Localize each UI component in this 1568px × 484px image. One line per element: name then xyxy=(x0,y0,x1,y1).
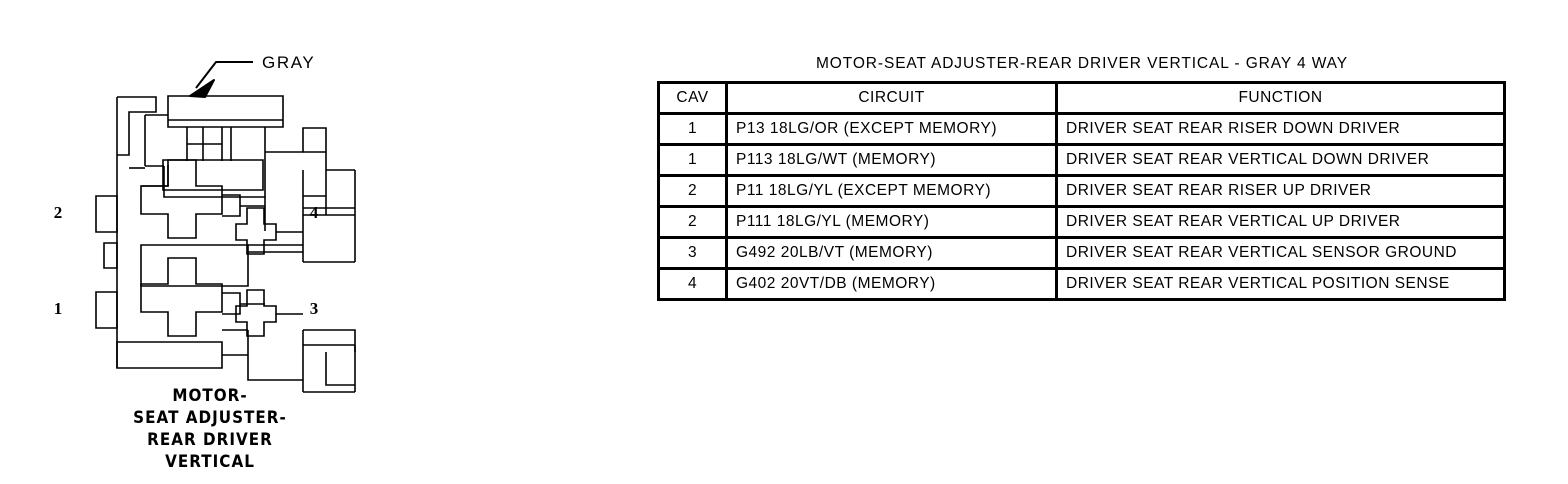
cell-cav: 2 xyxy=(657,174,728,208)
cell-function: DRIVER SEAT REAR VERTICAL SENSOR GROUND xyxy=(1055,236,1506,270)
gray-callout-leader xyxy=(189,61,253,98)
table-title: MOTOR-SEAT ADJUSTER-REAR DRIVER VERTICAL… xyxy=(815,55,1348,72)
cell-cav: 1 xyxy=(657,112,728,146)
cell-circuit: P111 18LG/YL (MEMORY) xyxy=(725,205,1058,239)
table-row: 2 P111 18LG/YL (MEMORY) DRIVER SEAT REAR… xyxy=(657,205,1506,239)
cell-function: DRIVER SEAT REAR VERTICAL UP DRIVER xyxy=(1055,205,1506,239)
cell-function: DRIVER SEAT REAR RISER UP DRIVER xyxy=(1055,174,1506,208)
connector-illustration-panel: GRAY xyxy=(0,0,400,484)
cell-circuit: G402 20VT/DB (MEMORY) xyxy=(725,267,1058,301)
column-header-cav: CAV xyxy=(657,81,728,115)
column-header-function: FUNCTION xyxy=(1055,81,1506,115)
cell-circuit: G492 20LB/VT (MEMORY) xyxy=(725,236,1058,270)
caption-line-3: REAR DRIVER xyxy=(147,430,273,449)
cell-cav: 1 xyxy=(657,143,728,177)
table-row: 1 P113 18LG/WT (MEMORY) DRIVER SEAT REAR… xyxy=(657,143,1506,177)
cell-circuit: P113 18LG/WT (MEMORY) xyxy=(725,143,1058,177)
table-header-row: CAV CIRCUIT FUNCTION xyxy=(657,81,1506,115)
cell-function: DRIVER SEAT REAR VERTICAL POSITION SENSE xyxy=(1055,267,1506,301)
connector-caption: MOTOR- SEAT ADJUSTER- REAR DRIVER VERTIC… xyxy=(72,385,348,473)
connector-body-outline xyxy=(95,95,356,393)
pinout-table: CAV CIRCUIT FUNCTION 1 P13 18LG/OR (EXCE… xyxy=(657,81,1506,301)
caption-line-1: MOTOR- xyxy=(172,386,248,405)
pin-label-1: 1 xyxy=(54,299,63,318)
cell-function: DRIVER SEAT REAR VERTICAL DOWN DRIVER xyxy=(1055,143,1506,177)
cell-function: DRIVER SEAT REAR RISER DOWN DRIVER xyxy=(1055,112,1506,146)
cell-circuit: P11 18LG/YL (EXCEPT MEMORY) xyxy=(725,174,1058,208)
cell-cav: 2 xyxy=(657,205,728,239)
cell-cav: 4 xyxy=(657,267,728,301)
connector-face-view-svg: GRAY xyxy=(54,53,356,393)
pinout-table-panel: MOTOR-SEAT ADJUSTER-REAR DRIVER VERTICAL… xyxy=(657,55,1507,301)
cell-cav: 3 xyxy=(657,236,728,270)
table-row: 3 G492 20LB/VT (MEMORY) DRIVER SEAT REAR… xyxy=(657,236,1506,270)
table-row: 1 P13 18LG/OR (EXCEPT MEMORY) DRIVER SEA… xyxy=(657,112,1506,146)
caption-line-2: SEAT ADJUSTER- xyxy=(133,408,287,427)
caption-line-4: VERTICAL xyxy=(165,452,255,471)
pin-label-4: 4 xyxy=(310,203,319,222)
table-row: 4 G402 20VT/DB (MEMORY) DRIVER SEAT REAR… xyxy=(657,267,1506,301)
table-row: 2 P11 18LG/YL (EXCEPT MEMORY) DRIVER SEA… xyxy=(657,174,1506,208)
cell-circuit: P13 18LG/OR (EXCEPT MEMORY) xyxy=(725,112,1058,146)
pin-label-3: 3 xyxy=(310,299,319,318)
pin-label-2: 2 xyxy=(54,203,63,222)
gray-callout-label: GRAY xyxy=(262,53,315,72)
column-header-circuit: CIRCUIT xyxy=(725,81,1058,115)
